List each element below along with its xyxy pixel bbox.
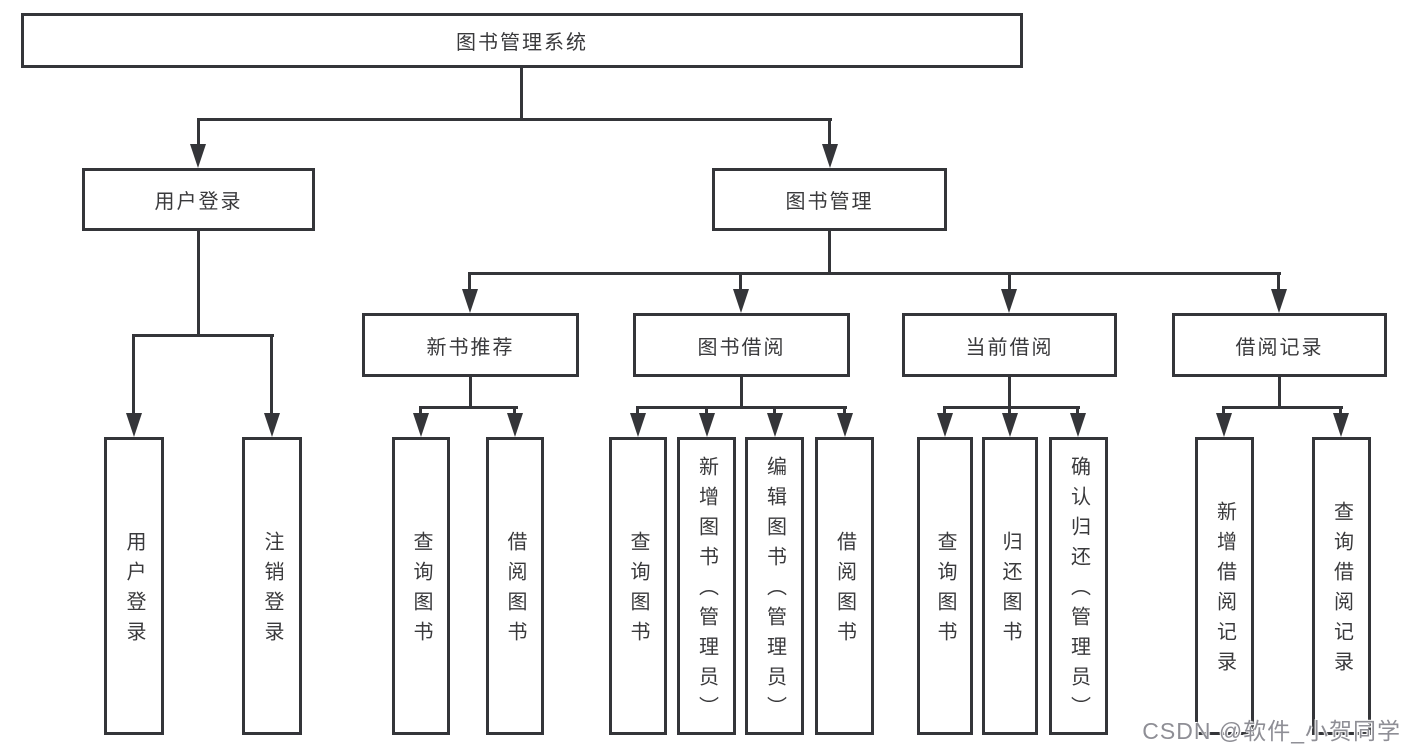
- arrowhead-current-borrow: [1001, 289, 1017, 313]
- connector-book-borrow-stem-3: [773, 406, 776, 416]
- connector-borrow-records-stem-1: [1222, 406, 1225, 416]
- arrowhead-book-borrow-leaf-4: [837, 413, 853, 437]
- node-root-label: 图书管理系统: [456, 32, 588, 54]
- leaf-borrow-query: 查询图书: [609, 437, 667, 735]
- arrowhead-current-borrow-leaf-1: [937, 413, 953, 437]
- arrowhead-book-borrow: [733, 289, 749, 313]
- leaf-confirm-return-admin: 确认归还（管理员）: [1049, 437, 1108, 735]
- leaf-current-query: 查询图书: [917, 437, 973, 735]
- leaf-new-books-borrow: 借阅图书: [486, 437, 544, 735]
- connector-current-borrow-vline: [1008, 377, 1011, 409]
- connector-user-login-vline: [197, 231, 200, 337]
- leaf-query-borrow-record: 查询借阅记录: [1312, 437, 1371, 735]
- arrowhead-new-books-leaf-1: [413, 413, 429, 437]
- node-current-borrow: 当前借阅: [902, 313, 1117, 377]
- arrowhead-login-leaf-1: [126, 413, 142, 437]
- connector-user-login-hline: [132, 334, 274, 337]
- connector-current-borrow-stem-2: [1008, 406, 1011, 416]
- leaf-new-books-query: 查询图书: [392, 437, 450, 735]
- connector-branch-stem-3: [1008, 272, 1011, 292]
- connector-book-borrow-hline: [636, 406, 847, 409]
- leaf-add-book-admin: 新增图书（管理员）: [677, 437, 736, 735]
- node-borrow-records-label: 借阅记录: [1235, 336, 1324, 359]
- arrowhead-current-borrow-leaf-2: [1002, 413, 1018, 437]
- connector-user-login-stem-1: [132, 334, 135, 415]
- arrowhead-book-borrow-leaf-3: [767, 413, 783, 437]
- connector-new-books-hline: [419, 406, 518, 409]
- arrowhead-new-books-leaf-2: [507, 413, 523, 437]
- node-book-borrow: 图书借阅: [633, 313, 850, 377]
- connector-book-borrow-vline: [740, 377, 743, 409]
- node-new-books: 新书推荐: [362, 313, 579, 377]
- arrowhead-book-borrow-leaf-1: [630, 413, 646, 437]
- node-user-login-label: 用户登录: [154, 191, 243, 213]
- connector-new-books-vline: [469, 377, 472, 409]
- arrowhead-borrow-records-leaf-2: [1333, 413, 1349, 437]
- connector-root-left-stem: [197, 118, 200, 146]
- connector-current-borrow-hline: [943, 406, 1080, 409]
- leaf-return-book: 归还图书: [982, 437, 1038, 735]
- connector-borrow-records-stem-2: [1339, 406, 1342, 416]
- leaf-user-login: 用户登录: [104, 437, 164, 735]
- leaf-borrow-book: 借阅图书: [815, 437, 874, 735]
- node-borrow-records: 借阅记录: [1172, 313, 1387, 377]
- arrowhead-book-mgmt: [822, 144, 838, 168]
- connector-current-borrow-stem-3: [1076, 406, 1079, 416]
- leaf-logout: 注销登录: [242, 437, 302, 735]
- arrowhead-current-borrow-leaf-3: [1070, 413, 1086, 437]
- node-book-mgmt: 图书管理: [712, 168, 947, 231]
- arrowhead-borrow-records-leaf-1: [1216, 413, 1232, 437]
- node-root: 图书管理系统: [21, 13, 1023, 68]
- connector-borrow-records-hline: [1222, 406, 1343, 409]
- connector-new-books-stem-1: [419, 406, 422, 416]
- node-book-mgmt-label: 图书管理: [785, 191, 874, 213]
- arrowhead-new-books: [462, 289, 478, 313]
- connector-current-borrow-stem-1: [943, 406, 946, 416]
- csdn-watermark: CSDN @软件_小贺同学: [1142, 718, 1401, 744]
- connector-new-books-stem-2: [513, 406, 516, 416]
- connector-book-borrow-stem-4: [843, 406, 846, 416]
- leaf-edit-book-admin: 编辑图书（管理员）: [745, 437, 804, 735]
- arrowhead-user-login: [190, 144, 206, 168]
- connector-user-login-stem-2: [270, 334, 273, 415]
- connector-root-vline: [520, 68, 523, 120]
- leaf-add-borrow-record: 新增借阅记录: [1195, 437, 1254, 735]
- connector-book-mgmt-vline: [828, 231, 831, 275]
- node-user-login: 用户登录: [82, 168, 315, 231]
- arrowhead-login-leaf-2: [264, 413, 280, 437]
- connector-root-hline: [197, 118, 832, 121]
- arrowhead-book-borrow-leaf-2: [699, 413, 715, 437]
- connector-book-borrow-stem-2: [705, 406, 708, 416]
- node-new-books-label: 新书推荐: [426, 336, 515, 359]
- arrowhead-borrow-records: [1271, 289, 1287, 313]
- connector-branch-stem-4: [1277, 272, 1280, 292]
- connector-branch-stem-1: [468, 272, 471, 292]
- connector-root-right-stem: [828, 118, 831, 146]
- connector-branch-stem-2: [739, 272, 742, 292]
- connector-borrow-records-vline: [1278, 377, 1281, 409]
- node-book-borrow-label: 图书借阅: [697, 336, 786, 359]
- connector-book-mgmt-hline: [468, 272, 1281, 275]
- connector-book-borrow-stem-1: [636, 406, 639, 416]
- node-current-borrow-label: 当前借阅: [965, 336, 1054, 359]
